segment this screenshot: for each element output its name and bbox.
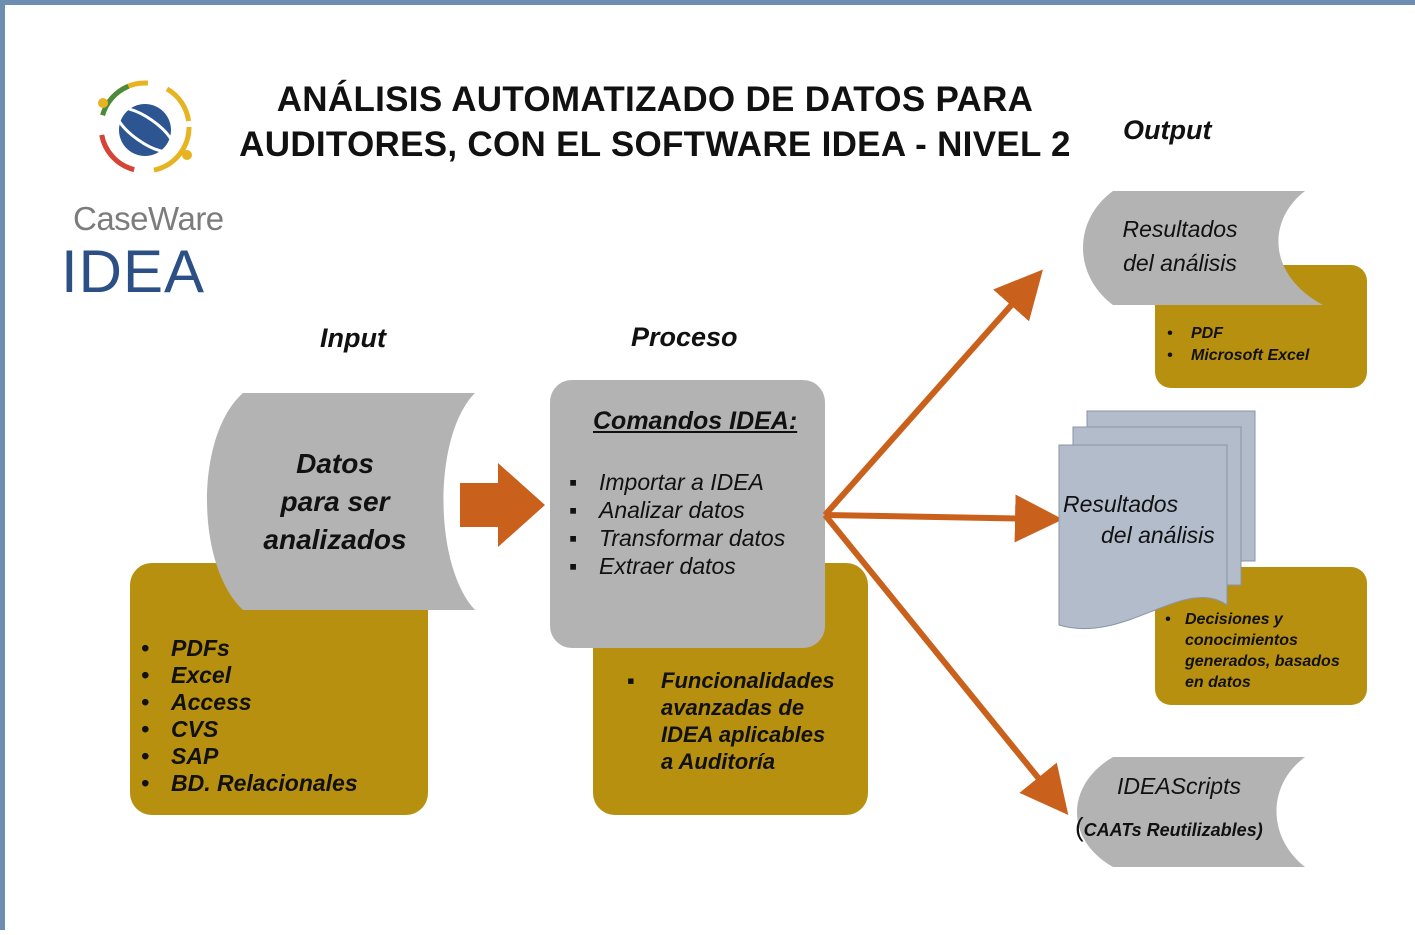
arrow-to-middle-output: [824, 494, 1063, 543]
list-item: Access: [137, 689, 358, 716]
middle-output-item-line-4: en datos: [1185, 674, 1251, 691]
list-item: Transformar datos: [565, 524, 785, 552]
list-item: PDFs: [137, 635, 358, 662]
middle-output-label: Resultados del análisis: [1063, 489, 1223, 551]
page-title: ANÁLISIS AUTOMATIZADO DE DATOS PARA AUDI…: [205, 77, 1105, 167]
features-line-3: IDEA aplicables: [661, 722, 826, 747]
list-item: BD. Relacionales: [137, 770, 358, 797]
top-output-line-2: del análisis: [1123, 250, 1237, 276]
bottom-output-paren: (: [1075, 812, 1084, 842]
top-output-line-1: Resultados: [1122, 216, 1238, 242]
top-output-list: PDF Microsoft Excel: [1163, 323, 1309, 367]
bottom-output-title: IDEAScripts: [1117, 773, 1241, 799]
list-item: CVS: [137, 716, 358, 743]
bullet-icon: ▪: [627, 668, 635, 693]
list-item: PDF: [1163, 323, 1309, 345]
process-features-text: ▪ Funcionalidades avanzadas de IDEA apli…: [627, 667, 835, 775]
list-item: Importar a IDEA: [565, 468, 785, 496]
arrow-to-bottom-output: [822, 513, 1069, 815]
features-line-2: avanzadas de: [661, 695, 805, 720]
middle-output-item-line-3: generados, basados: [1185, 653, 1340, 670]
features-line-4: a Auditoría: [661, 749, 776, 774]
middle-output-item-line-1: Decisiones y: [1185, 611, 1283, 628]
top-output-data-shape: [1083, 191, 1323, 305]
list-item: Extraer datos: [565, 552, 785, 580]
middle-output-gold-box: [1155, 567, 1367, 705]
input-data-shape: [207, 393, 475, 610]
diagram-shapes: [98, 80, 1367, 867]
arrow-to-top-output: [822, 269, 1043, 517]
process-header: Proceso: [631, 322, 738, 352]
bottom-output-caats: CAATs Reutilizables): [1083, 820, 1263, 840]
title-line-2: AUDITORES, CON EL SOFTWARE IDEA - NIVEL …: [239, 125, 1071, 164]
bottom-output-data-shape: [1077, 757, 1305, 867]
process-commands-heading: Comandos IDEA:: [593, 407, 798, 435]
input-data-label: Datos para ser analizados: [230, 445, 440, 559]
top-output-label: Resultados del análisis: [1105, 212, 1255, 280]
input-data-line-2: para ser: [280, 486, 390, 517]
input-header: Input: [320, 323, 386, 353]
list-item: SAP: [137, 743, 358, 770]
input-data-line-3: analizados: [263, 524, 407, 555]
middle-output-text: • Decisiones y conocimientos generados, …: [1165, 609, 1340, 693]
title-line-1: ANÁLISIS AUTOMATIZADO DE DATOS PARA: [276, 80, 1034, 119]
list-item: Analizar datos: [565, 496, 785, 524]
input-sources-list: PDFs Excel Access CVS SAP BD. Relacional…: [137, 635, 358, 797]
list-item: Excel: [137, 662, 358, 689]
list-item: Microsoft Excel: [1163, 345, 1309, 367]
logo-product: IDEA: [61, 238, 206, 305]
process-commands-list: Importar a IDEA Analizar datos Transform…: [565, 468, 785, 580]
input-data-line-1: Datos: [296, 448, 374, 479]
input-to-process-arrow: [460, 463, 545, 547]
output-header: Output: [1123, 115, 1212, 145]
middle-output-item-line-2: conocimientos: [1185, 632, 1298, 649]
features-line-1: Funcionalidades: [661, 668, 835, 693]
logo-brand: CaseWare: [73, 200, 224, 237]
middle-output-line-1: Resultados: [1063, 491, 1179, 517]
bullet-icon: •: [1165, 611, 1171, 628]
bottom-output-subtitle: (CAATs Reutilizables): [1075, 812, 1263, 843]
multi-document-stack: [1058, 410, 1256, 630]
globe-orbit-icon: [98, 80, 192, 174]
middle-output-line-2: del análisis: [1101, 522, 1215, 548]
